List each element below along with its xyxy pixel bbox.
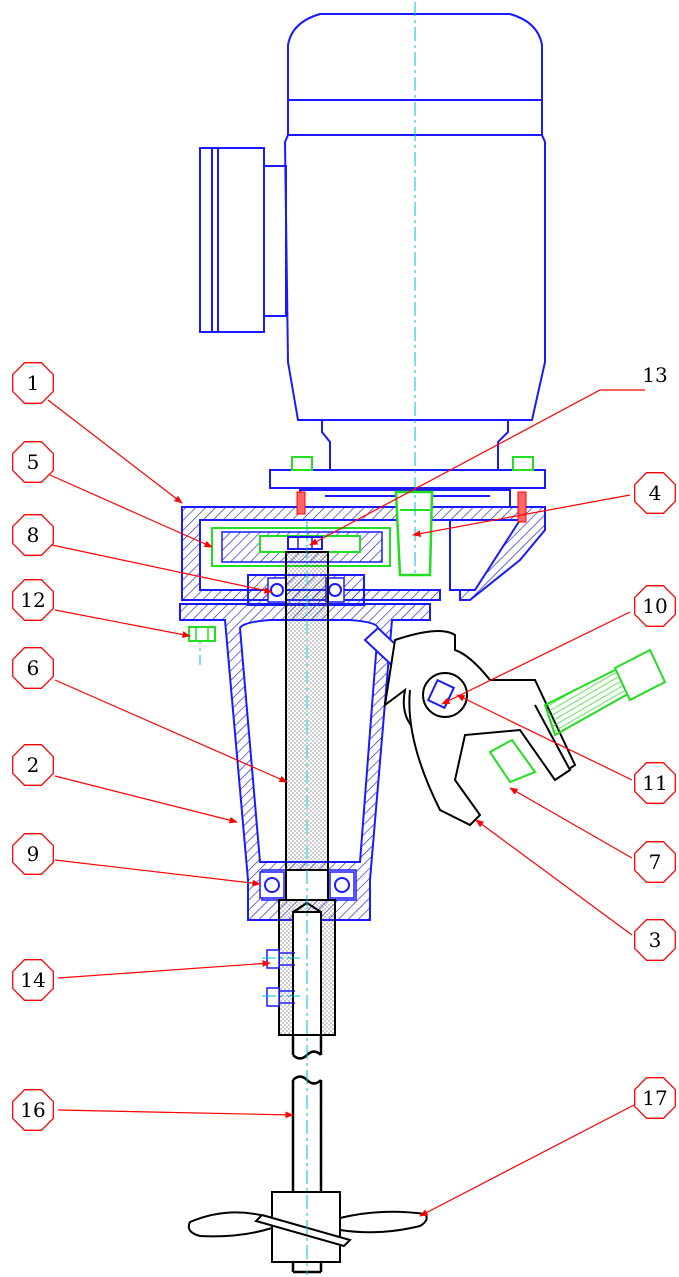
balloon-shape (634, 762, 676, 804)
leader-c3 (475, 819, 633, 936)
balloon-c11: 11 (634, 762, 676, 804)
balloon-c7: 7 (634, 841, 676, 883)
callout-label: 16 (20, 1098, 45, 1122)
callout-label: 17 (642, 1086, 667, 1110)
balloon-c9: 9 (12, 833, 54, 875)
balloon-shape (12, 579, 54, 621)
callout-label: 9 (27, 842, 40, 866)
balloon-shape (12, 1089, 54, 1131)
balloon-c16: 16 (12, 1089, 54, 1131)
clamp-screw (488, 648, 667, 784)
leader-c10 (441, 611, 631, 705)
leader-c8 (51, 544, 273, 594)
balloon-shape (12, 833, 54, 875)
lower-bearing (259, 871, 355, 899)
callout-label: 5 (27, 450, 40, 474)
callout-label: 4 (649, 481, 662, 505)
leader-c12 (54, 609, 191, 638)
balloon-shape (12, 441, 54, 483)
part-balloons: 1 5 8 12 6 2 9 14 16 13 4 10 11 7 3 17 (12, 362, 676, 1131)
balloon-c12: 12 (12, 579, 54, 621)
balloon-c17: 17 (634, 1077, 676, 1119)
clamp-bracket (363, 626, 577, 827)
balloon-c2: 2 (12, 744, 54, 786)
balloon-shape (12, 744, 54, 786)
balloon-shape (634, 919, 676, 961)
electric-motor (199, 13, 546, 489)
callout-label: 6 (27, 656, 40, 680)
leader-c9 (54, 859, 261, 887)
leader-c14 (57, 960, 271, 979)
callout-label: 11 (642, 771, 667, 795)
balloon-shape (634, 841, 676, 883)
leader-c2 (54, 775, 238, 824)
balloon-shape (634, 472, 676, 514)
callout-label: 3 (649, 928, 662, 952)
callout-label: 13 (642, 363, 667, 387)
shaft-nut (287, 536, 323, 550)
leader-c13 (309, 389, 645, 546)
callout-label: 7 (649, 850, 662, 874)
balloon-shape (634, 1077, 676, 1119)
leader-c11 (456, 694, 633, 781)
callout-label: 8 (27, 523, 40, 547)
leader-c7 (509, 787, 633, 859)
leader-c17 (419, 1104, 635, 1217)
impeller (187, 1191, 428, 1263)
balloon-c4: 4 (634, 472, 676, 514)
balloon-c1: 1 (12, 362, 54, 404)
balloon-shape (12, 362, 54, 404)
callout-label: 14 (20, 968, 45, 992)
leader-lines (47, 389, 645, 1217)
callout-label: 1 (27, 371, 40, 395)
callout-label: 2 (27, 753, 40, 777)
callout-label: 10 (642, 594, 667, 618)
balloon-c10: 10 (634, 585, 676, 627)
balloon-shape (12, 647, 54, 689)
balloon-c5: 5 (12, 441, 54, 483)
callout-label: 12 (20, 588, 45, 612)
balloon-c8: 8 (12, 514, 54, 556)
balloon-shape (12, 514, 54, 556)
balloon-c13: 13 (642, 363, 667, 387)
balloon-c14: 14 (12, 959, 54, 1001)
balloon-c6: 6 (12, 647, 54, 689)
leader-c1 (47, 399, 183, 504)
leader-c16 (57, 1109, 294, 1119)
mounting-bolts (188, 456, 534, 642)
balloon-shape (12, 959, 54, 1001)
balloon-shape (634, 585, 676, 627)
motor-pinion (394, 490, 434, 577)
balloon-c3: 3 (634, 919, 676, 961)
leader-c6 (54, 679, 288, 783)
leader-c5 (49, 474, 213, 548)
leader-c4 (412, 494, 631, 537)
